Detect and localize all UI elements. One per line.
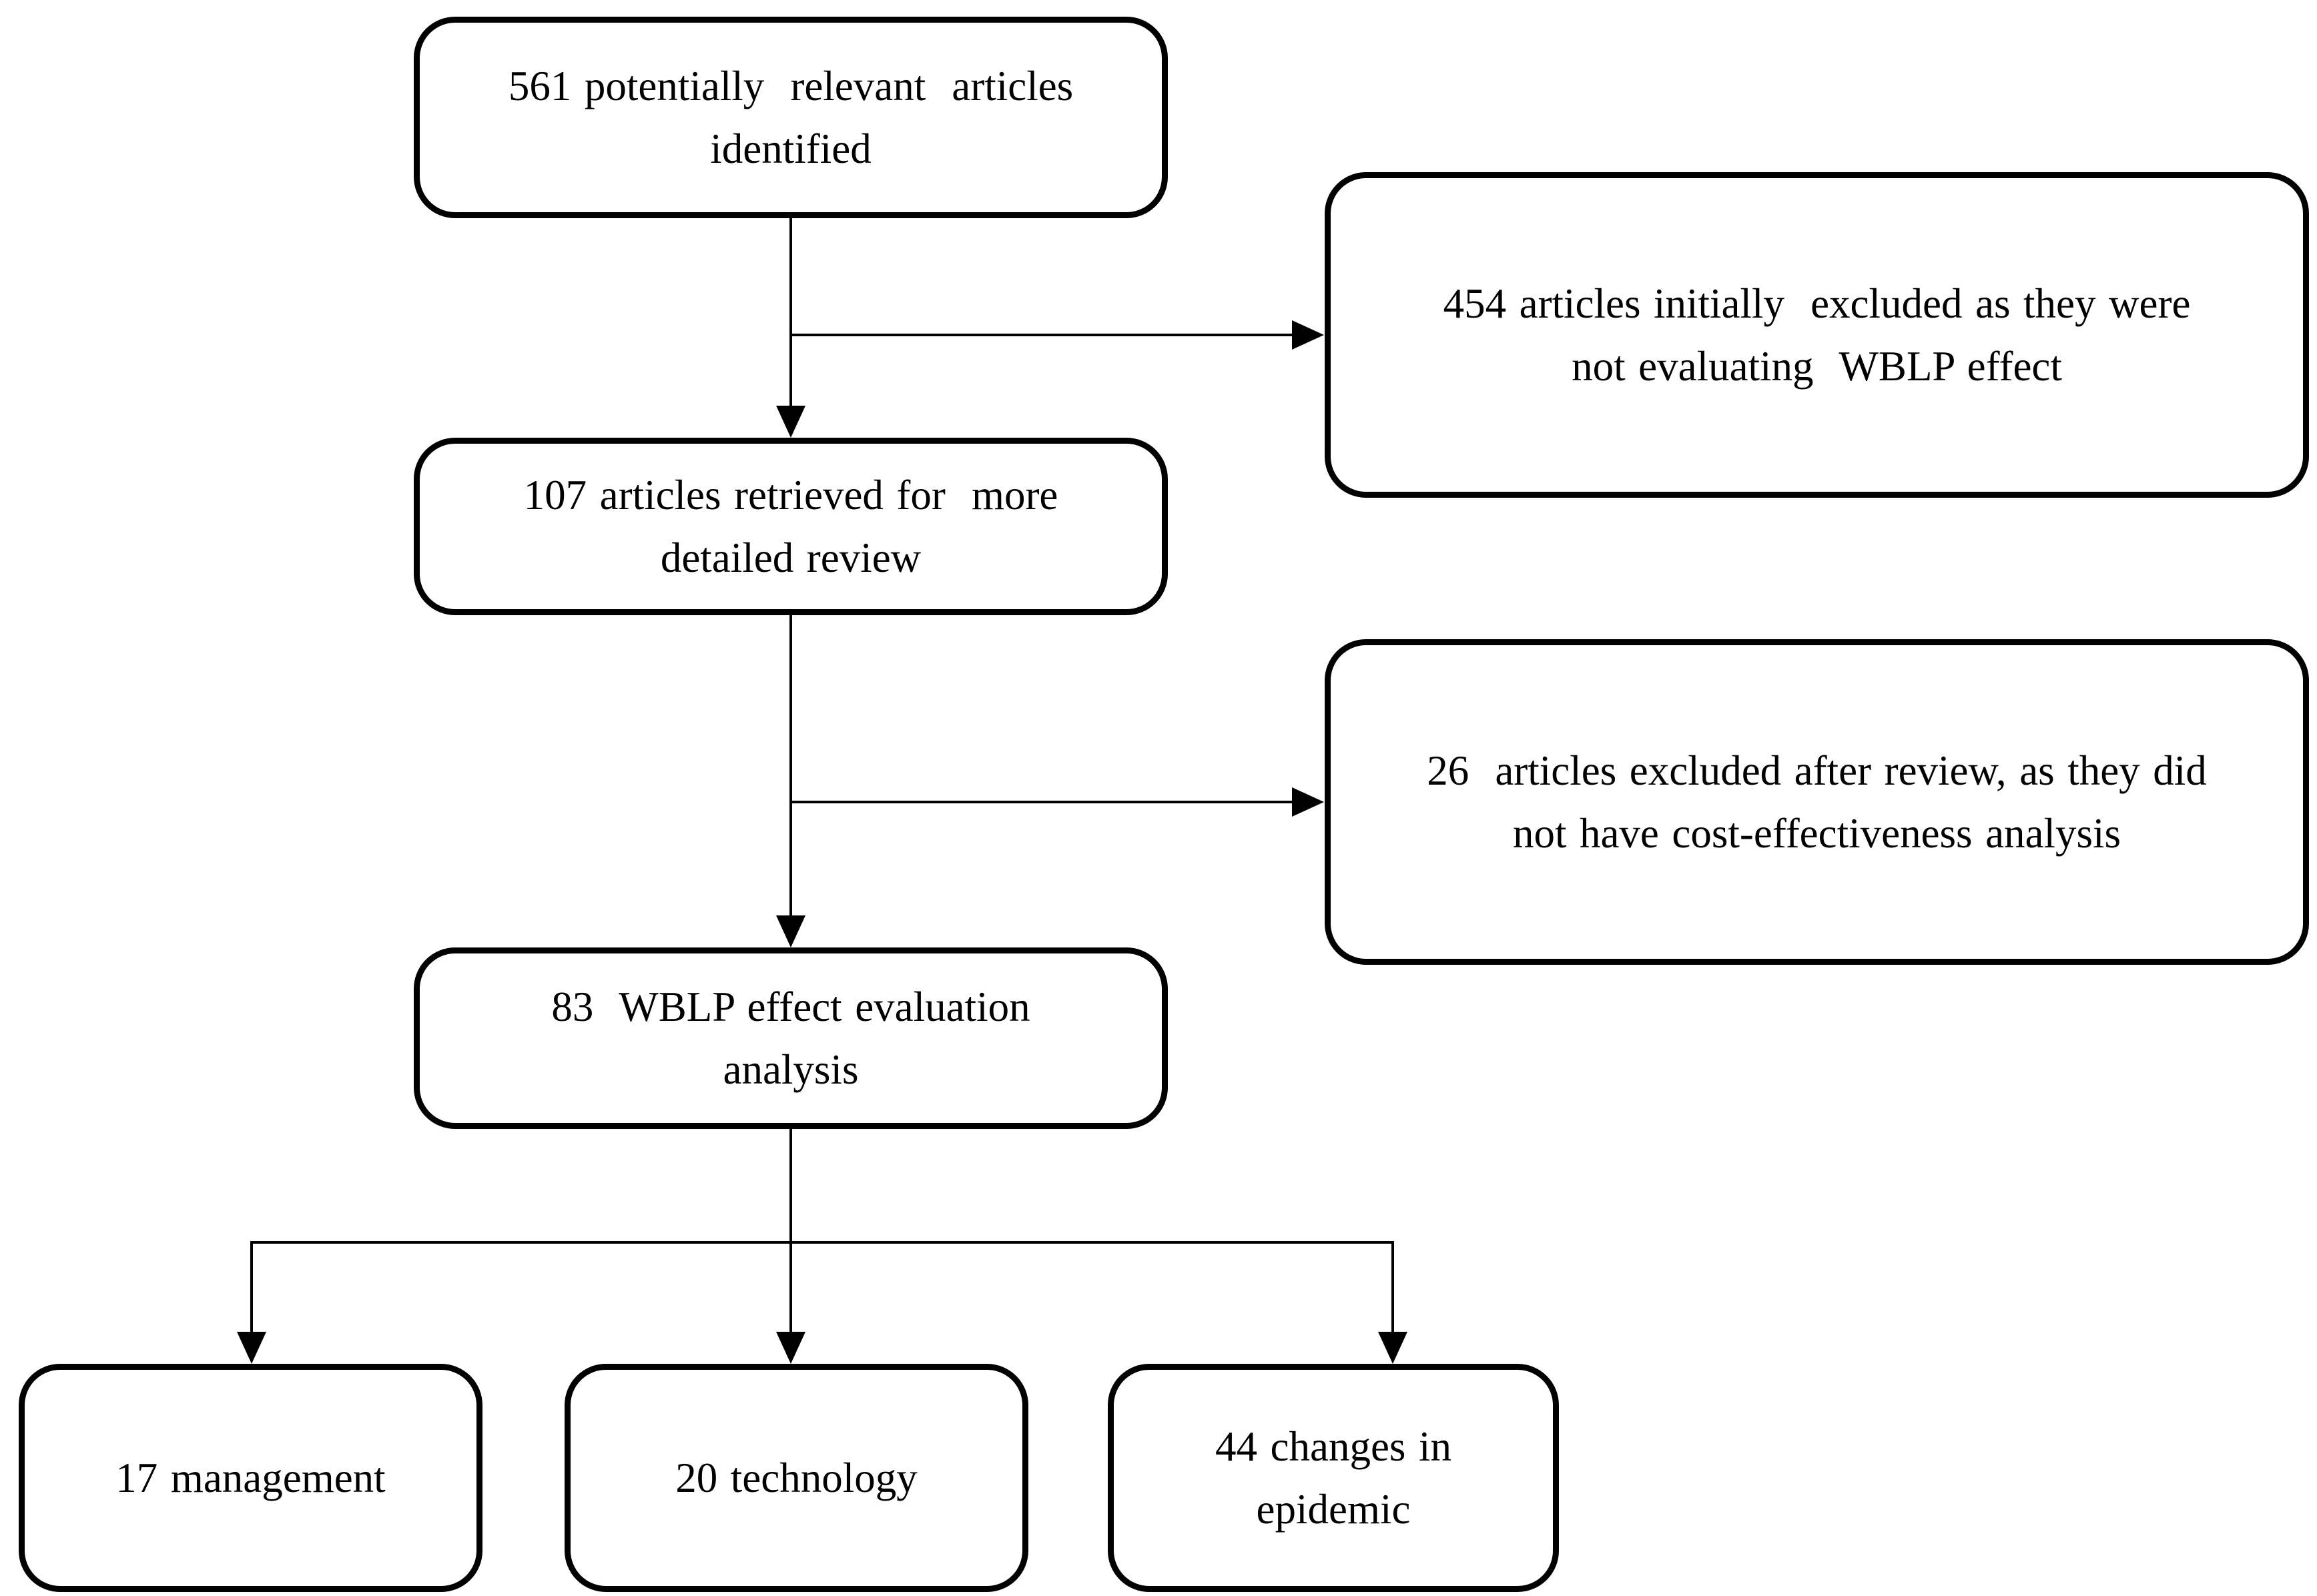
arrow-down-icon: [237, 1332, 266, 1364]
connector-identified-to-excluded-initial: [791, 334, 1295, 336]
connector-branch-to-technology: [789, 1244, 792, 1332]
flowchart-box-retrieved-text: 107 articles retrieved for more detailed…: [523, 471, 1058, 582]
connector-branch-to-epidemic: [1391, 1241, 1394, 1332]
arrow-down-icon: [776, 1332, 805, 1364]
flowchart-box-identified: 561 potentially relevant articles identi…: [414, 17, 1168, 218]
flowchart-box-excluded-initial-text: 454 articles initially excluded as they …: [1443, 280, 2191, 390]
flowchart-box-evaluation-text: 83 WBLP effect evaluation analysis: [551, 983, 1030, 1094]
arrow-right-icon: [1292, 320, 1324, 350]
flowchart-box-excluded-review: 26 articles excluded after review, as th…: [1325, 639, 2309, 965]
connector-branch-bar: [252, 1241, 1394, 1244]
connector-retrieved-to-evaluation: [789, 615, 792, 915]
arrow-down-icon: [776, 915, 805, 947]
flowchart-box-evaluation: 83 WBLP effect evaluation analysis: [414, 947, 1168, 1129]
arrow-down-icon: [1378, 1332, 1407, 1364]
flowchart-box-excluded-review-text: 26 articles excluded after review, as th…: [1427, 747, 2207, 857]
flowchart-box-technology: 20 technology: [565, 1364, 1028, 1592]
connector-branch-to-management: [250, 1241, 253, 1332]
connector-evaluation-stem: [789, 1129, 792, 1244]
flowchart-box-epidemic: 44 changes in epidemic: [1108, 1364, 1559, 1592]
arrow-right-icon: [1292, 787, 1324, 817]
arrow-down-icon: [776, 406, 805, 438]
flowchart-box-excluded-initial: 454 articles initially excluded as they …: [1325, 172, 2309, 498]
flowchart-box-technology-text: 20 technology: [675, 1454, 918, 1501]
flowchart-box-management-text: 17 management: [115, 1454, 386, 1501]
connector-retrieved-to-excluded-review: [791, 801, 1295, 803]
flowchart-box-identified-text: 561 potentially relevant articles identi…: [508, 62, 1074, 173]
flowchart-box-epidemic-text: 44 changes in epidemic: [1215, 1423, 1451, 1533]
flowchart-box-management: 17 management: [19, 1364, 482, 1592]
connector-identified-to-retrieved: [789, 218, 792, 408]
flowchart-box-retrieved: 107 articles retrieved for more detailed…: [414, 438, 1168, 615]
